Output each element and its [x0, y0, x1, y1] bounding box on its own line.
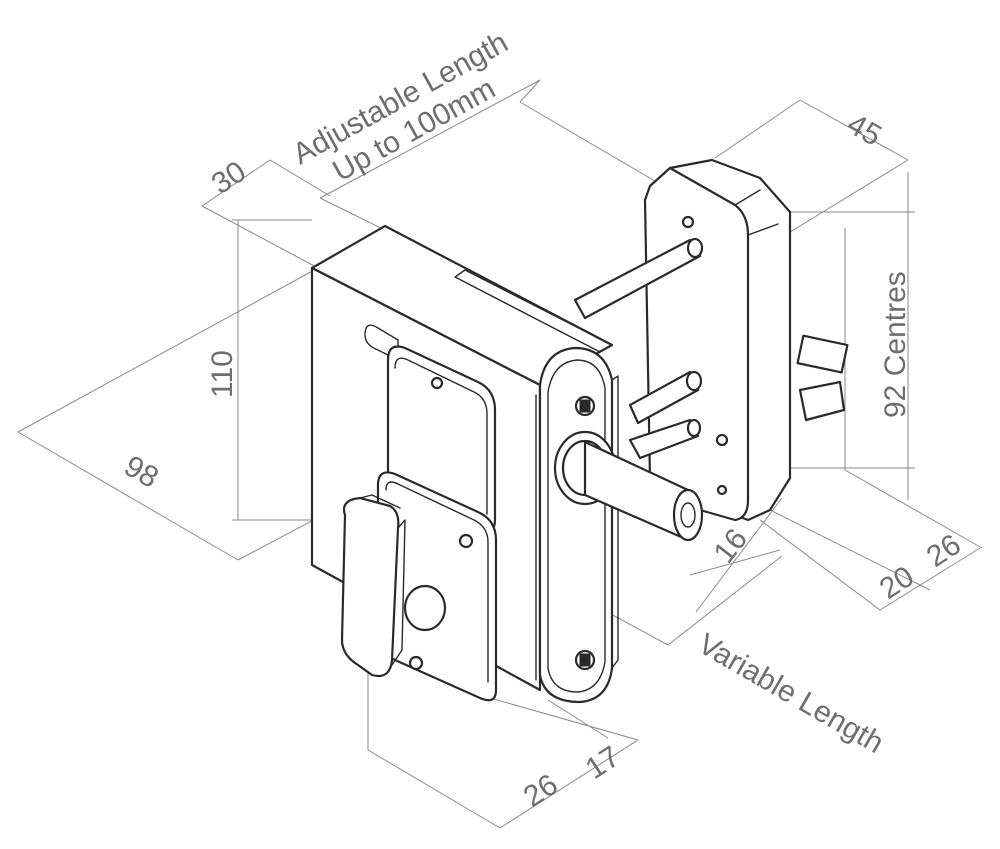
- side-plate: [535, 346, 619, 704]
- label-30: 30: [206, 155, 252, 201]
- label-45: 45: [842, 107, 887, 152]
- inside-plate: [643, 158, 849, 522]
- connecting-rods: [573, 237, 704, 460]
- spindle: [553, 430, 704, 542]
- thumb-turn: [340, 494, 406, 678]
- keypad-housing: [376, 345, 498, 702]
- label-20: 20: [874, 560, 920, 606]
- label-110: 110: [206, 350, 239, 398]
- label-variable-length: Variable Length: [693, 627, 890, 760]
- label-92-centres: 92 Centres: [879, 271, 912, 418]
- label-17: 17: [580, 740, 626, 786]
- label-16: 16: [708, 523, 755, 570]
- label-26-bottom: 26: [518, 768, 564, 814]
- label-98: 98: [119, 449, 164, 494]
